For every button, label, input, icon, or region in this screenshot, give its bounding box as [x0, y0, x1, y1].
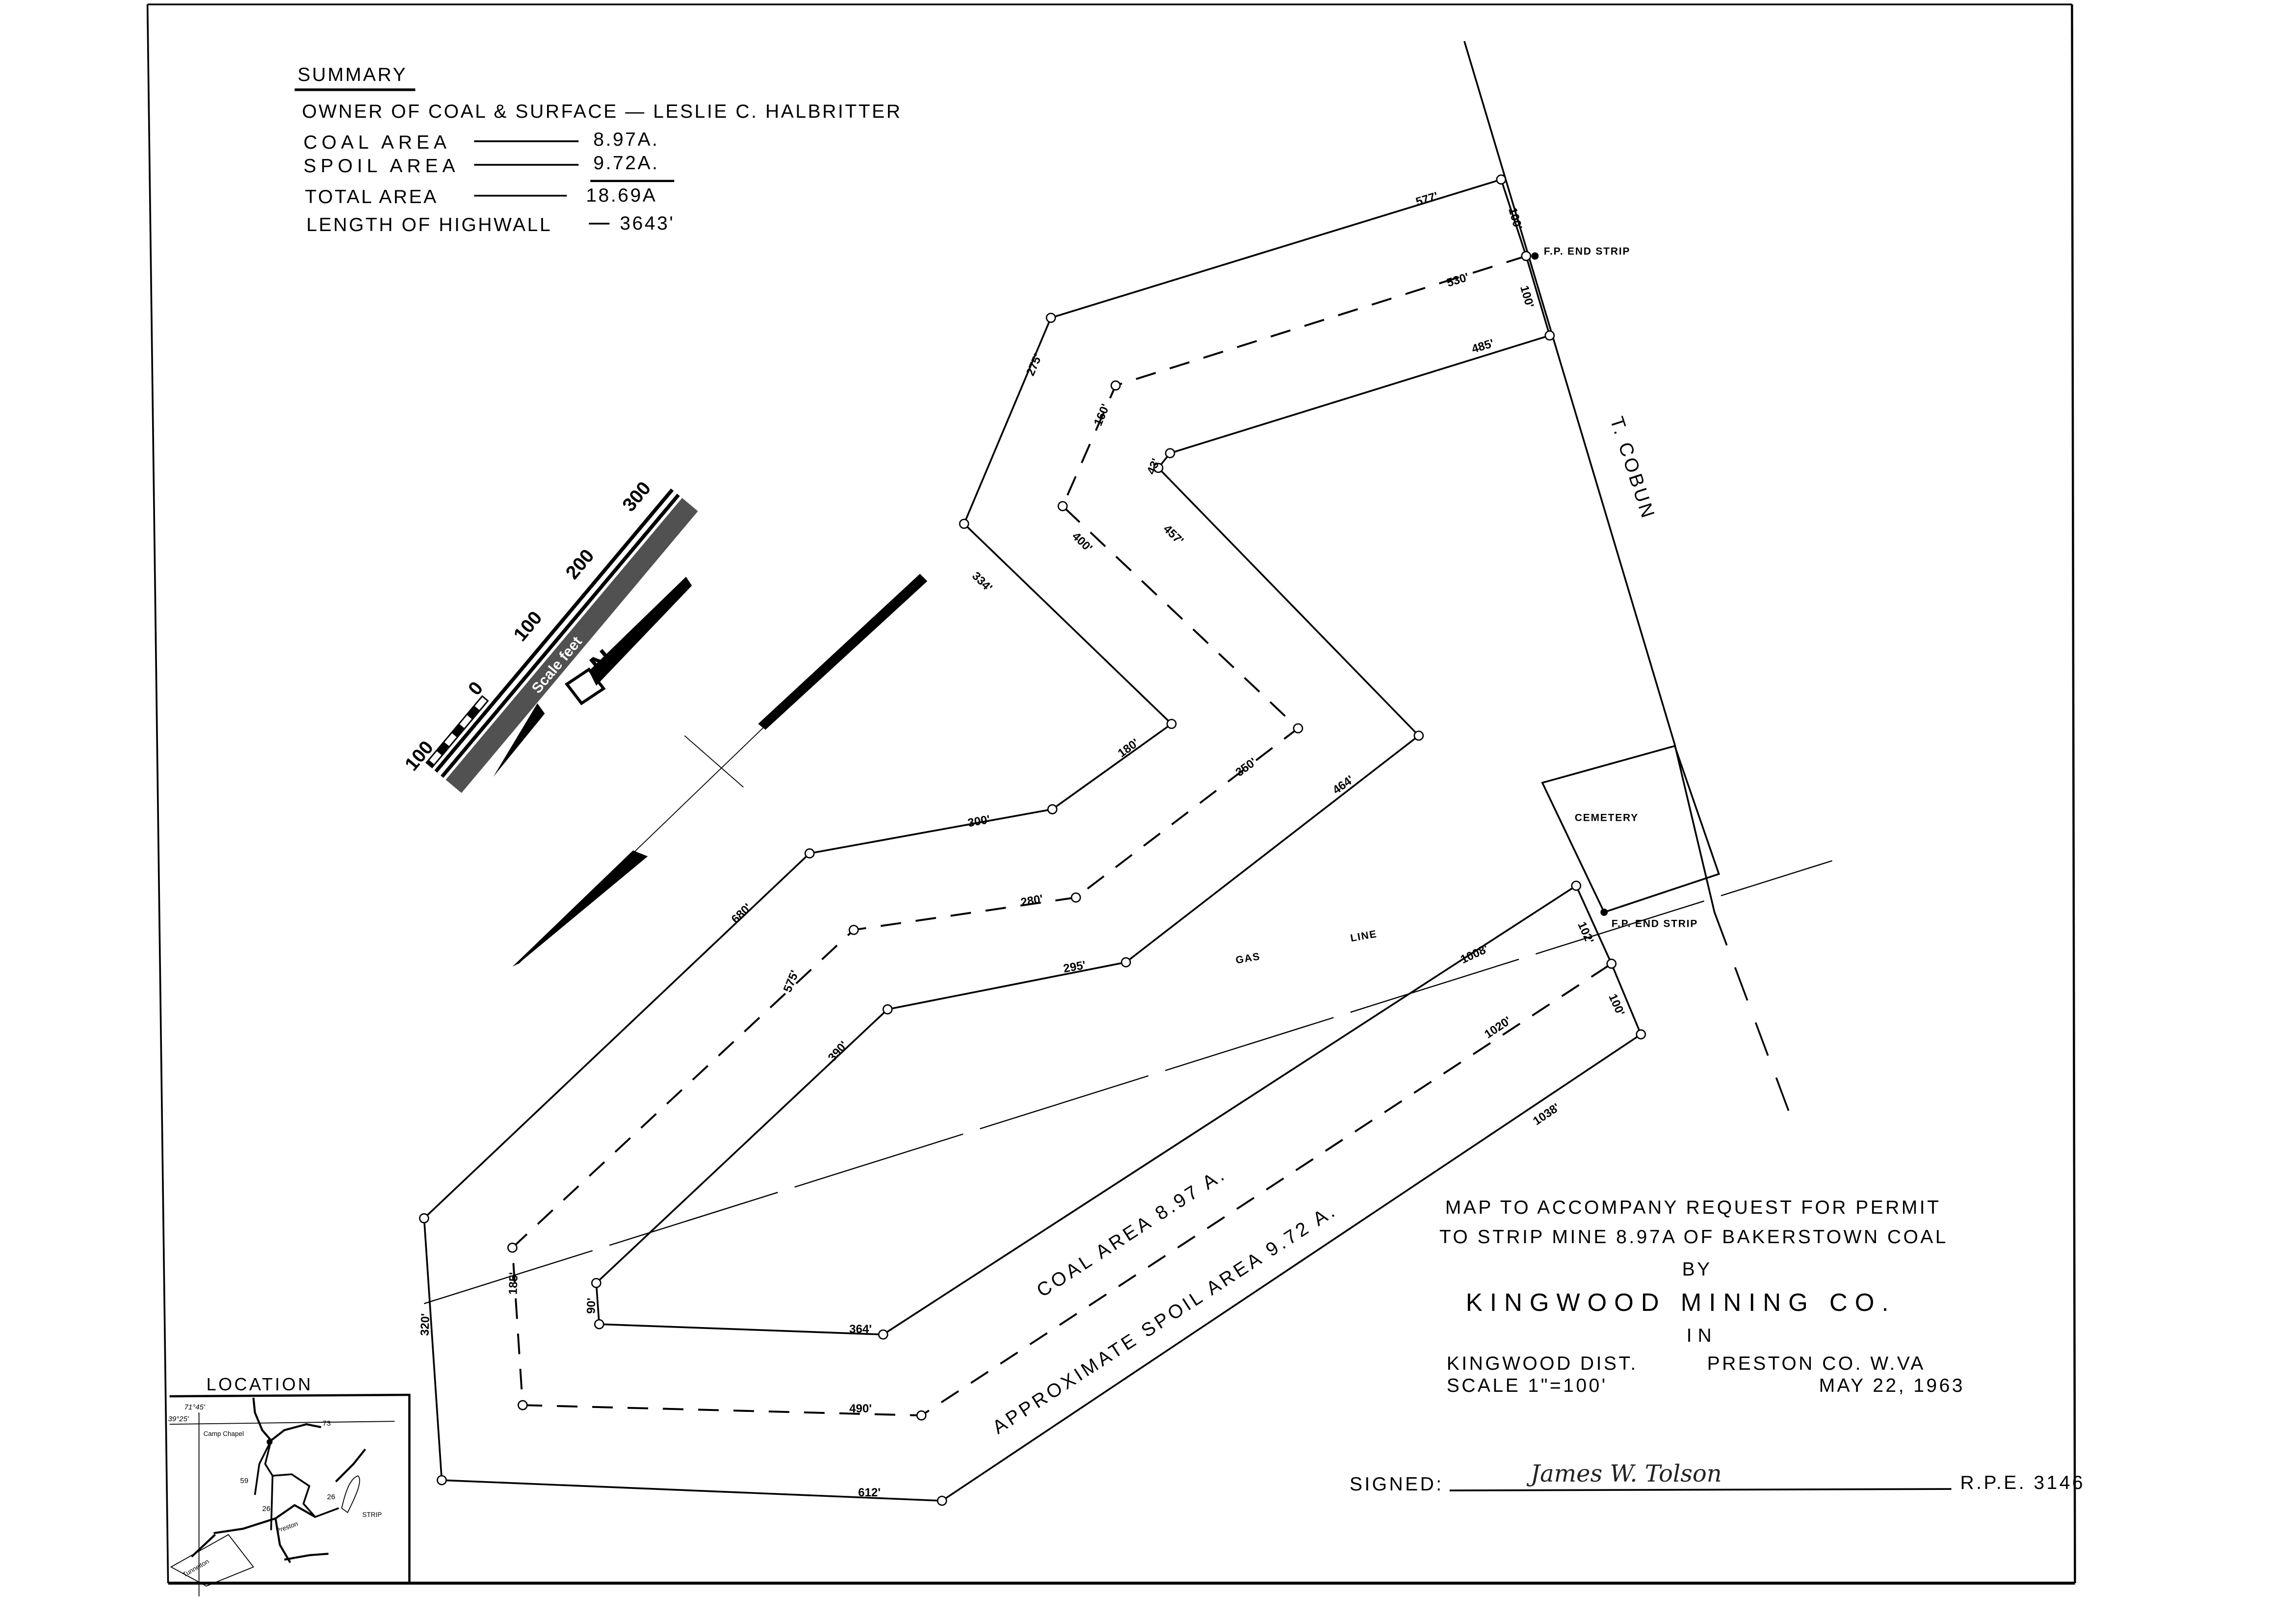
dimension-label: 1008' — [1459, 942, 1490, 966]
highwall-value: 3643' — [620, 213, 675, 234]
dimension-label: 1020' — [1482, 1014, 1513, 1041]
coal-area-label: COAL AREA — [304, 132, 451, 153]
summary-owner: OWNER OF COAL & SURFACE — LESLIE C. HALB… — [302, 101, 902, 122]
town-label: Tunnelton — [182, 1558, 210, 1579]
rpe-number: R.P.E. 3146 — [1960, 1472, 2085, 1493]
summary-block: SUMMARY OWNER OF COAL & SURFACE — LESLIE… — [294, 64, 902, 235]
location-map: LOCATION 71°45' 39°25' Camp Chapel Tunne… — [168, 1374, 411, 1597]
cemetery-parcel: CEMETERY — [1541, 745, 1720, 913]
dimension-label: 90' — [584, 1298, 598, 1314]
gas-line-label-2: LINE — [1350, 928, 1378, 944]
signed-label: SIGNED: — [1350, 1474, 1444, 1495]
scale-bar: 100 0 100 200 300 Scale feet N — [401, 478, 928, 967]
signature: James W. Tolson — [1526, 1460, 1722, 1487]
cemetery-label: CEMETERY — [1575, 812, 1639, 823]
scale-tick-label: 200 — [562, 546, 599, 583]
dimension-label: 43' — [1145, 457, 1163, 476]
dimension-label: 612' — [858, 1486, 881, 1499]
dimension-label: 390' — [826, 1039, 851, 1064]
route-73: 73 — [323, 1419, 331, 1428]
spoil-line — [511, 255, 1612, 1417]
summary-heading: SUMMARY — [298, 64, 408, 85]
strip-site-outline — [341, 1475, 360, 1513]
title-line-1: MAP TO ACCOMPANY REQUEST FOR PERMIT — [1445, 1197, 1941, 1218]
title-line-2: TO STRIP MINE 8.97A OF BAKERSTOWN COAL — [1439, 1226, 1948, 1248]
dimension-label: 490' — [849, 1402, 872, 1415]
fp-end-strip-top-label: F.P. END STRIP — [1544, 246, 1630, 257]
scale-tick-label: 100 — [401, 737, 438, 775]
spoil-area-label: SPOIL AREA — [304, 156, 460, 177]
dimension-label: 320' — [418, 1313, 432, 1336]
scale-tick-label: 300 — [619, 478, 655, 516]
total-area-value: 18.69A — [586, 185, 657, 206]
gas-line-label-1: GAS — [1235, 951, 1261, 966]
title-by: BY — [1682, 1259, 1712, 1280]
dimension-label: 364' — [849, 1323, 872, 1336]
cross-mark — [684, 735, 744, 788]
meridian-streak — [758, 574, 928, 730]
dimension-label: 275' — [1024, 352, 1045, 378]
total-area-label: TOTAL AREA — [305, 186, 438, 208]
company-name: KINGWOOD MINING CO. — [1466, 1288, 1896, 1316]
meridian-streak — [512, 850, 648, 967]
dimension-label: 280' — [1019, 892, 1044, 910]
road-label: Preston — [275, 1520, 299, 1535]
dimension-label: 180' — [1116, 736, 1142, 760]
route-26-b: 26 — [327, 1493, 336, 1501]
dimension-label: 680' — [729, 901, 755, 926]
dimension-label: 295' — [1062, 959, 1087, 976]
dimension-label: 530' — [1445, 270, 1471, 289]
district: KINGWOOD DIST. — [1447, 1353, 1638, 1374]
property-line-cobun: T. COBUN — [1463, 41, 1794, 1121]
spoil-area-value: 9.72A. — [593, 153, 659, 174]
dimension-label: 100' — [1517, 284, 1537, 309]
outer-boundary — [423, 179, 1642, 1502]
longitude-label: 71°45' — [184, 1403, 206, 1411]
fp-end-strip-bottom-label: F.P. END STRIP — [1612, 918, 1698, 929]
adjoining-owner-label: T. COBUN — [1606, 414, 1659, 522]
title-block: MAP TO ACCOMPANY REQUEST FOR PERMIT TO S… — [1350, 1197, 2085, 1495]
route-59: 59 — [240, 1477, 249, 1485]
spoil-area-map-label: APPROXIMATE SPOIL AREA 9.72 A. — [989, 1200, 1341, 1438]
strip-label: STRIP — [362, 1511, 382, 1518]
dimension-label: 577' — [1414, 189, 1440, 209]
county: PRESTON CO. W.VA — [1707, 1353, 1926, 1374]
dimension-label: 457' — [1161, 522, 1186, 548]
location-heading: LOCATION — [207, 1374, 313, 1394]
coal-area-map-label: COAL AREA 8.97 A. — [1033, 1163, 1230, 1302]
scale-tick-label: 100 — [510, 607, 547, 645]
dimension-label: 100' — [1506, 206, 1525, 231]
map-date: MAY 22, 1963 — [1819, 1375, 1965, 1396]
map-scale: SCALE 1"=100' — [1447, 1375, 1608, 1396]
meridian-line — [518, 576, 920, 965]
route-26-a: 26 — [262, 1505, 271, 1513]
scale-tick-label: 0 — [464, 678, 487, 699]
fp-end-strip-top: F.P. END STRIP — [1531, 246, 1630, 260]
coal-area-value: 8.97A. — [593, 129, 659, 150]
dimension-label: 334' — [969, 570, 995, 595]
latitude-label: 39°25' — [168, 1415, 189, 1423]
fp-end-strip-bottom: F.P. END STRIP — [1600, 908, 1698, 929]
dimension-label: 160' — [1092, 402, 1113, 428]
sheet-border — [146, 3, 2076, 1585]
title-in: IN — [1687, 1325, 1718, 1346]
dimension-label: 185' — [506, 1272, 521, 1295]
dimension-label: 300' — [966, 813, 991, 830]
highwall-label: LENGTH OF HIGHWALL — [307, 214, 552, 235]
place-label: Camp Chapel — [204, 1430, 244, 1437]
survey-points — [419, 174, 1646, 1506]
